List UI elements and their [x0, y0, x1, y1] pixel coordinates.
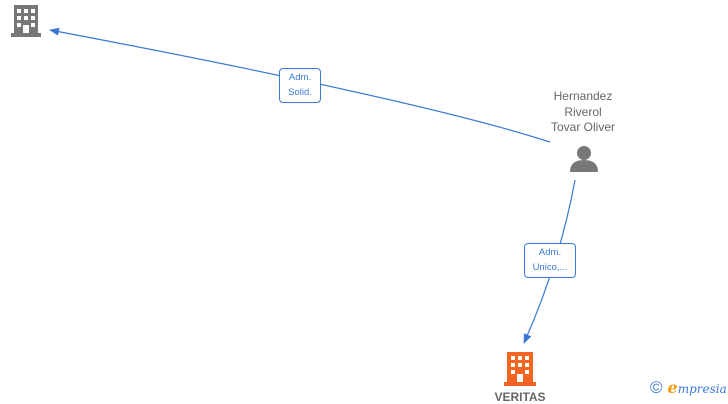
person-name-line: Hernandez	[553, 89, 613, 103]
person-icon[interactable]	[570, 146, 598, 172]
copyright-icon: ©	[650, 378, 663, 397]
brand-name: mpresia	[677, 382, 727, 396]
building-icon[interactable]	[11, 5, 41, 37]
building-icon[interactable]	[504, 352, 536, 386]
brand-wordmark: empresia	[668, 378, 727, 398]
person-name-line: Tovar Oliver	[550, 120, 615, 134]
person-name-line: Riverol	[564, 104, 602, 119]
edge-label-line: Adm.	[288, 72, 312, 83]
edge-label-line: Unico,...	[532, 262, 568, 273]
edge-label-line: Solid.	[288, 87, 312, 98]
person-name[interactable]: Hernandez Riverol Tovar Oliver	[530, 89, 636, 136]
edge-label-adm-unico[interactable]: Adm. Unico,...	[524, 243, 576, 278]
brand-initial: e	[667, 378, 678, 397]
edge-person-to-company-top	[49, 27, 551, 143]
company-name[interactable]: VERITAS	[494, 390, 546, 404]
empresia-logo: © empresia	[650, 378, 727, 398]
edge-label-line: Adm.	[538, 247, 562, 258]
edge-label-adm-solid[interactable]: Adm. Solid.	[279, 68, 321, 103]
